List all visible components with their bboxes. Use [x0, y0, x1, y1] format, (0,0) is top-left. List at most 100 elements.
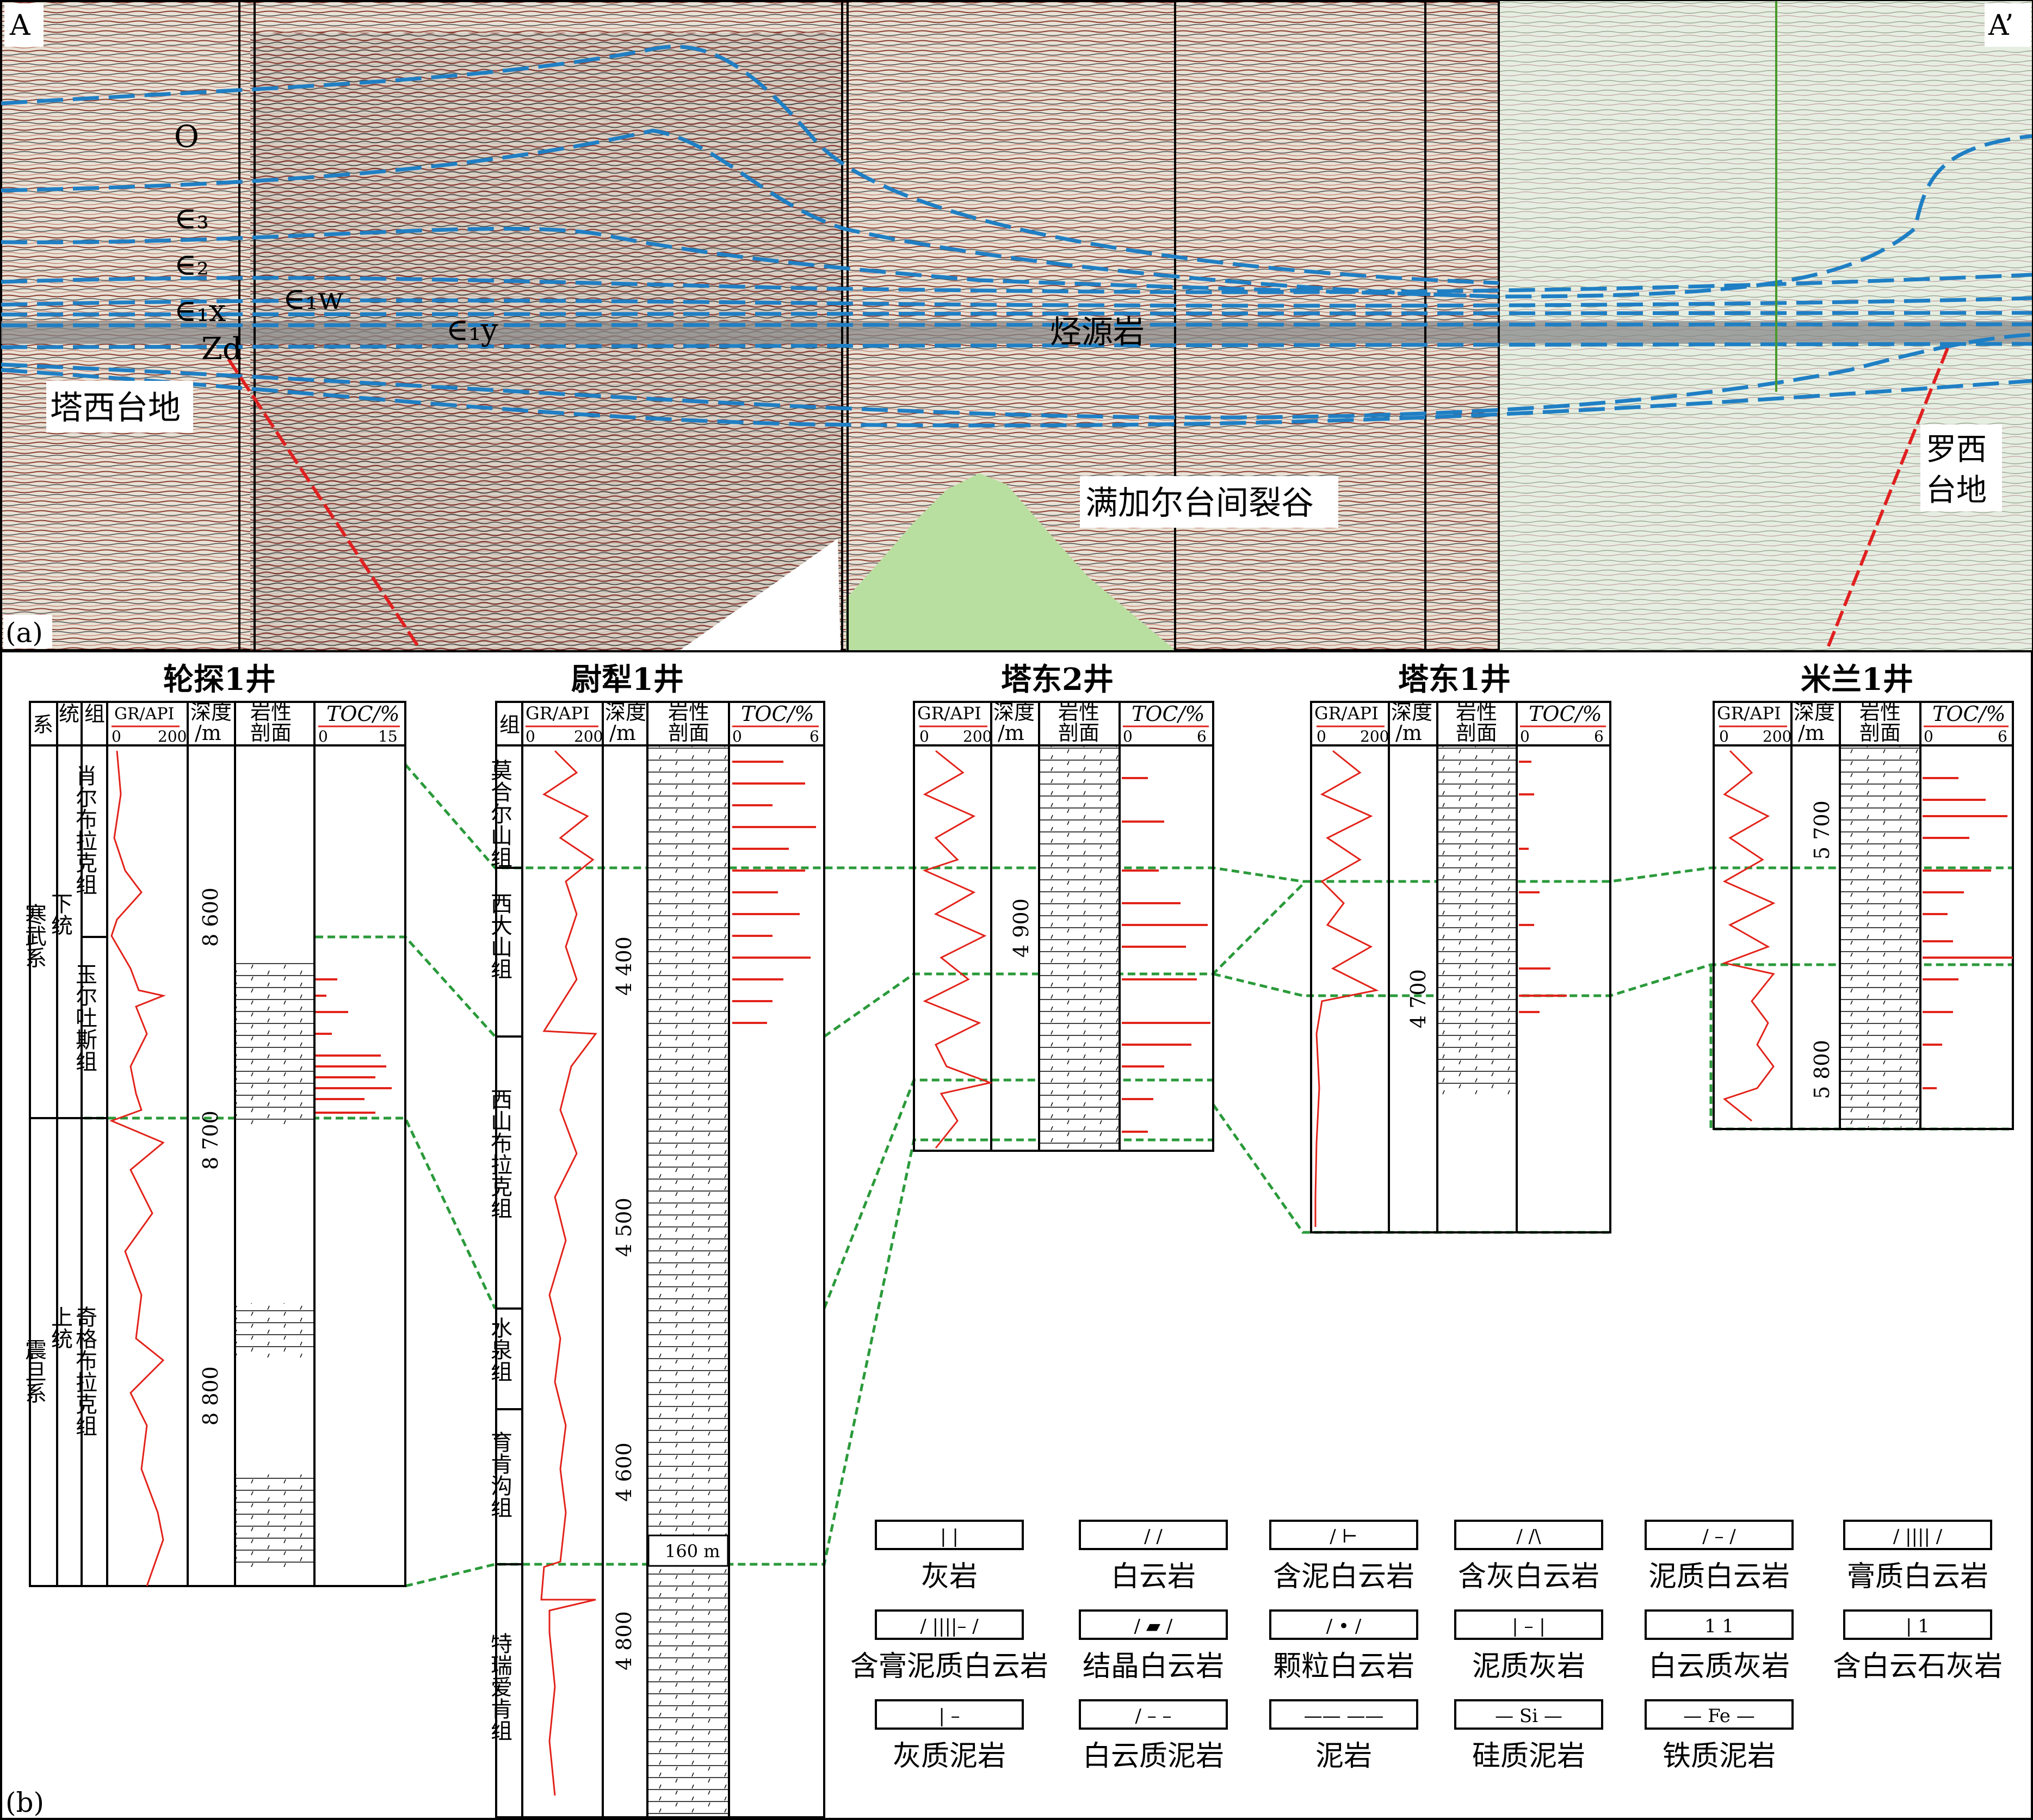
hdr-depth-unit: /m	[195, 721, 221, 745]
toc-log	[1519, 761, 1567, 1013]
hdr-toc: TOC/%	[1132, 702, 1204, 726]
stratum-e3: ∈₃	[174, 201, 209, 236]
stratum-e1y: ∈₁y	[446, 312, 498, 348]
toc-log	[316, 978, 392, 1114]
fm-xiaoerbulake: 肖尔布拉克组	[72, 764, 97, 895]
toc-log	[1122, 777, 1210, 1133]
legend-label: 白云质泥岩	[1083, 1740, 1224, 1773]
hdr-litho: 岩性	[668, 700, 709, 724]
legend-pattern: — Fe —	[1683, 1705, 1754, 1727]
litho-column	[236, 963, 313, 1126]
region-right-1: 罗西	[1926, 432, 1987, 467]
hdr-litho-2: 剖面	[1456, 721, 1497, 745]
legend-item: / /\ 含灰白云岩	[1454, 1520, 1603, 1593]
stratum-o: O	[174, 119, 199, 155]
legend-item: / – – 白云质泥岩	[1079, 1699, 1228, 1773]
legend-item: | |灰岩	[875, 1520, 1024, 1593]
legend-item: | – 灰质泥岩	[875, 1699, 1024, 1773]
stratum-e1w: ∈₁w	[283, 281, 344, 317]
depth-4700: 4 700	[1406, 969, 1430, 1028]
litho-column	[236, 1474, 313, 1567]
legend-item: / /白云岩	[1079, 1520, 1228, 1593]
well-title: 塔东1井	[1398, 662, 1511, 698]
depth-4600: 4 600	[612, 1442, 636, 1502]
hdr-gr: GR/API	[917, 703, 981, 724]
well-milan1: 米兰1井 GR/API 0 200 深度 /m 岩性 剖面 TOC/% 0 6	[1713, 662, 2014, 1130]
fm-xishanbulake: 西山布拉克组	[487, 1088, 512, 1219]
legend-item: / ▰ /结晶白云岩	[1079, 1609, 1228, 1683]
legend-label: 灰岩	[921, 1560, 978, 1593]
toc-max: 15	[378, 727, 398, 745]
legend-pattern: / /\	[1516, 1526, 1541, 1547]
gr-max: 200	[1360, 727, 1389, 745]
legend: | |灰岩/ /白云岩/ ⊢含泥白云岩/ /\含灰白云岩/ – /泥质白云岩/ …	[850, 1520, 2003, 1773]
gr-log	[1721, 750, 1776, 1122]
legend-label: 硅质泥岩	[1472, 1740, 1585, 1773]
depth-8800: 8 800	[199, 1366, 223, 1426]
legend-swatch	[1645, 1699, 1794, 1730]
well-title: 米兰1井	[1801, 662, 1913, 698]
well-frame	[913, 701, 1214, 1152]
legend-pattern: | –	[938, 1705, 960, 1727]
legend-pattern: / – –	[1135, 1705, 1171, 1727]
well-frame	[495, 701, 825, 1818]
panel-a-labels: A A’ O ∈₃ ∈₂ ∈₁x ∈₁w ∈₁y Zd 烃源岩 塔西台地 满加尔…	[3, 3, 2031, 649]
toc-min: 0	[1520, 727, 1530, 745]
litho-column	[236, 1303, 313, 1358]
well-yuli1: 尉犁1井 组 GR/API 0 200 深度 /m 岩性	[487, 662, 825, 1818]
fm-xidashan: 西大山组	[487, 892, 512, 979]
well-frame	[1310, 701, 1611, 1233]
toc-min: 0	[1123, 727, 1133, 745]
depth-8600: 8 600	[199, 887, 223, 947]
hdr-depth-unit: /m	[609, 721, 636, 745]
legend-swatch	[1454, 1520, 1603, 1550]
gr-log	[1314, 750, 1379, 1227]
legend-pattern: 1 1	[1704, 1615, 1734, 1637]
fm-qigebulake: 奇格布拉克组	[72, 1306, 97, 1436]
hdr-system: 系	[33, 713, 53, 737]
stratum-e2: ∈₂	[174, 247, 209, 282]
legend-swatch	[1645, 1609, 1794, 1640]
hdr-litho-2: 剖面	[1859, 721, 1901, 745]
legend-label: 灰质泥岩	[893, 1740, 1006, 1773]
gr-log	[540, 750, 597, 1796]
gr-min: 0	[1317, 727, 1326, 745]
legend-item: — Si —硅质泥岩	[1454, 1699, 1603, 1773]
hdr-gr: GR/API	[1314, 703, 1379, 724]
well-title: 塔东2井	[1001, 662, 1114, 698]
hdr-depth: 深度	[993, 700, 1035, 724]
panel-b-label: (b)	[5, 1787, 44, 1818]
rift-label-box	[1080, 476, 1338, 528]
hdr-litho-2: 剖面	[1058, 721, 1099, 745]
blank-wedge	[680, 539, 841, 650]
gr-max: 200	[574, 727, 603, 745]
legend-label: 结晶白云岩	[1083, 1650, 1224, 1683]
source-rock-label: 烃源岩	[1050, 313, 1145, 350]
litho-column	[1438, 746, 1516, 1095]
hdr-depth: 深度	[605, 700, 646, 724]
basement-high	[846, 473, 1175, 650]
region-left-box	[46, 381, 193, 433]
toc-max: 6	[1998, 727, 2007, 745]
legend-item: —— ——泥岩	[1269, 1699, 1418, 1773]
legend-label: 泥质白云岩	[1648, 1560, 1790, 1593]
toc-max: 6	[810, 727, 819, 745]
gr-min: 0	[919, 727, 929, 745]
hdr-depth: 深度	[190, 700, 232, 724]
depth-4900: 4 900	[1009, 898, 1033, 958]
toc-min: 0	[1924, 727, 1933, 745]
legend-label: 含灰白云岩	[1458, 1560, 1599, 1593]
panel-b: (b) 轮探1井	[0, 650, 2033, 1820]
gap-box	[647, 1534, 729, 1567]
rift-label: 满加尔台间裂谷	[1085, 484, 1314, 522]
label-a-prime: A’	[1988, 9, 2013, 42]
faults	[227, 347, 1949, 649]
panel-a-label-box	[3, 615, 52, 649]
hdr-toc: TOC/%	[1529, 702, 1602, 726]
gap-label: 160 m	[665, 1541, 720, 1562]
gr-max: 200	[1763, 727, 1791, 745]
hdr-formation: 组	[84, 702, 105, 726]
legend-pattern: / /	[1144, 1526, 1163, 1547]
fm-shuiquan: 水泉组	[487, 1317, 512, 1382]
